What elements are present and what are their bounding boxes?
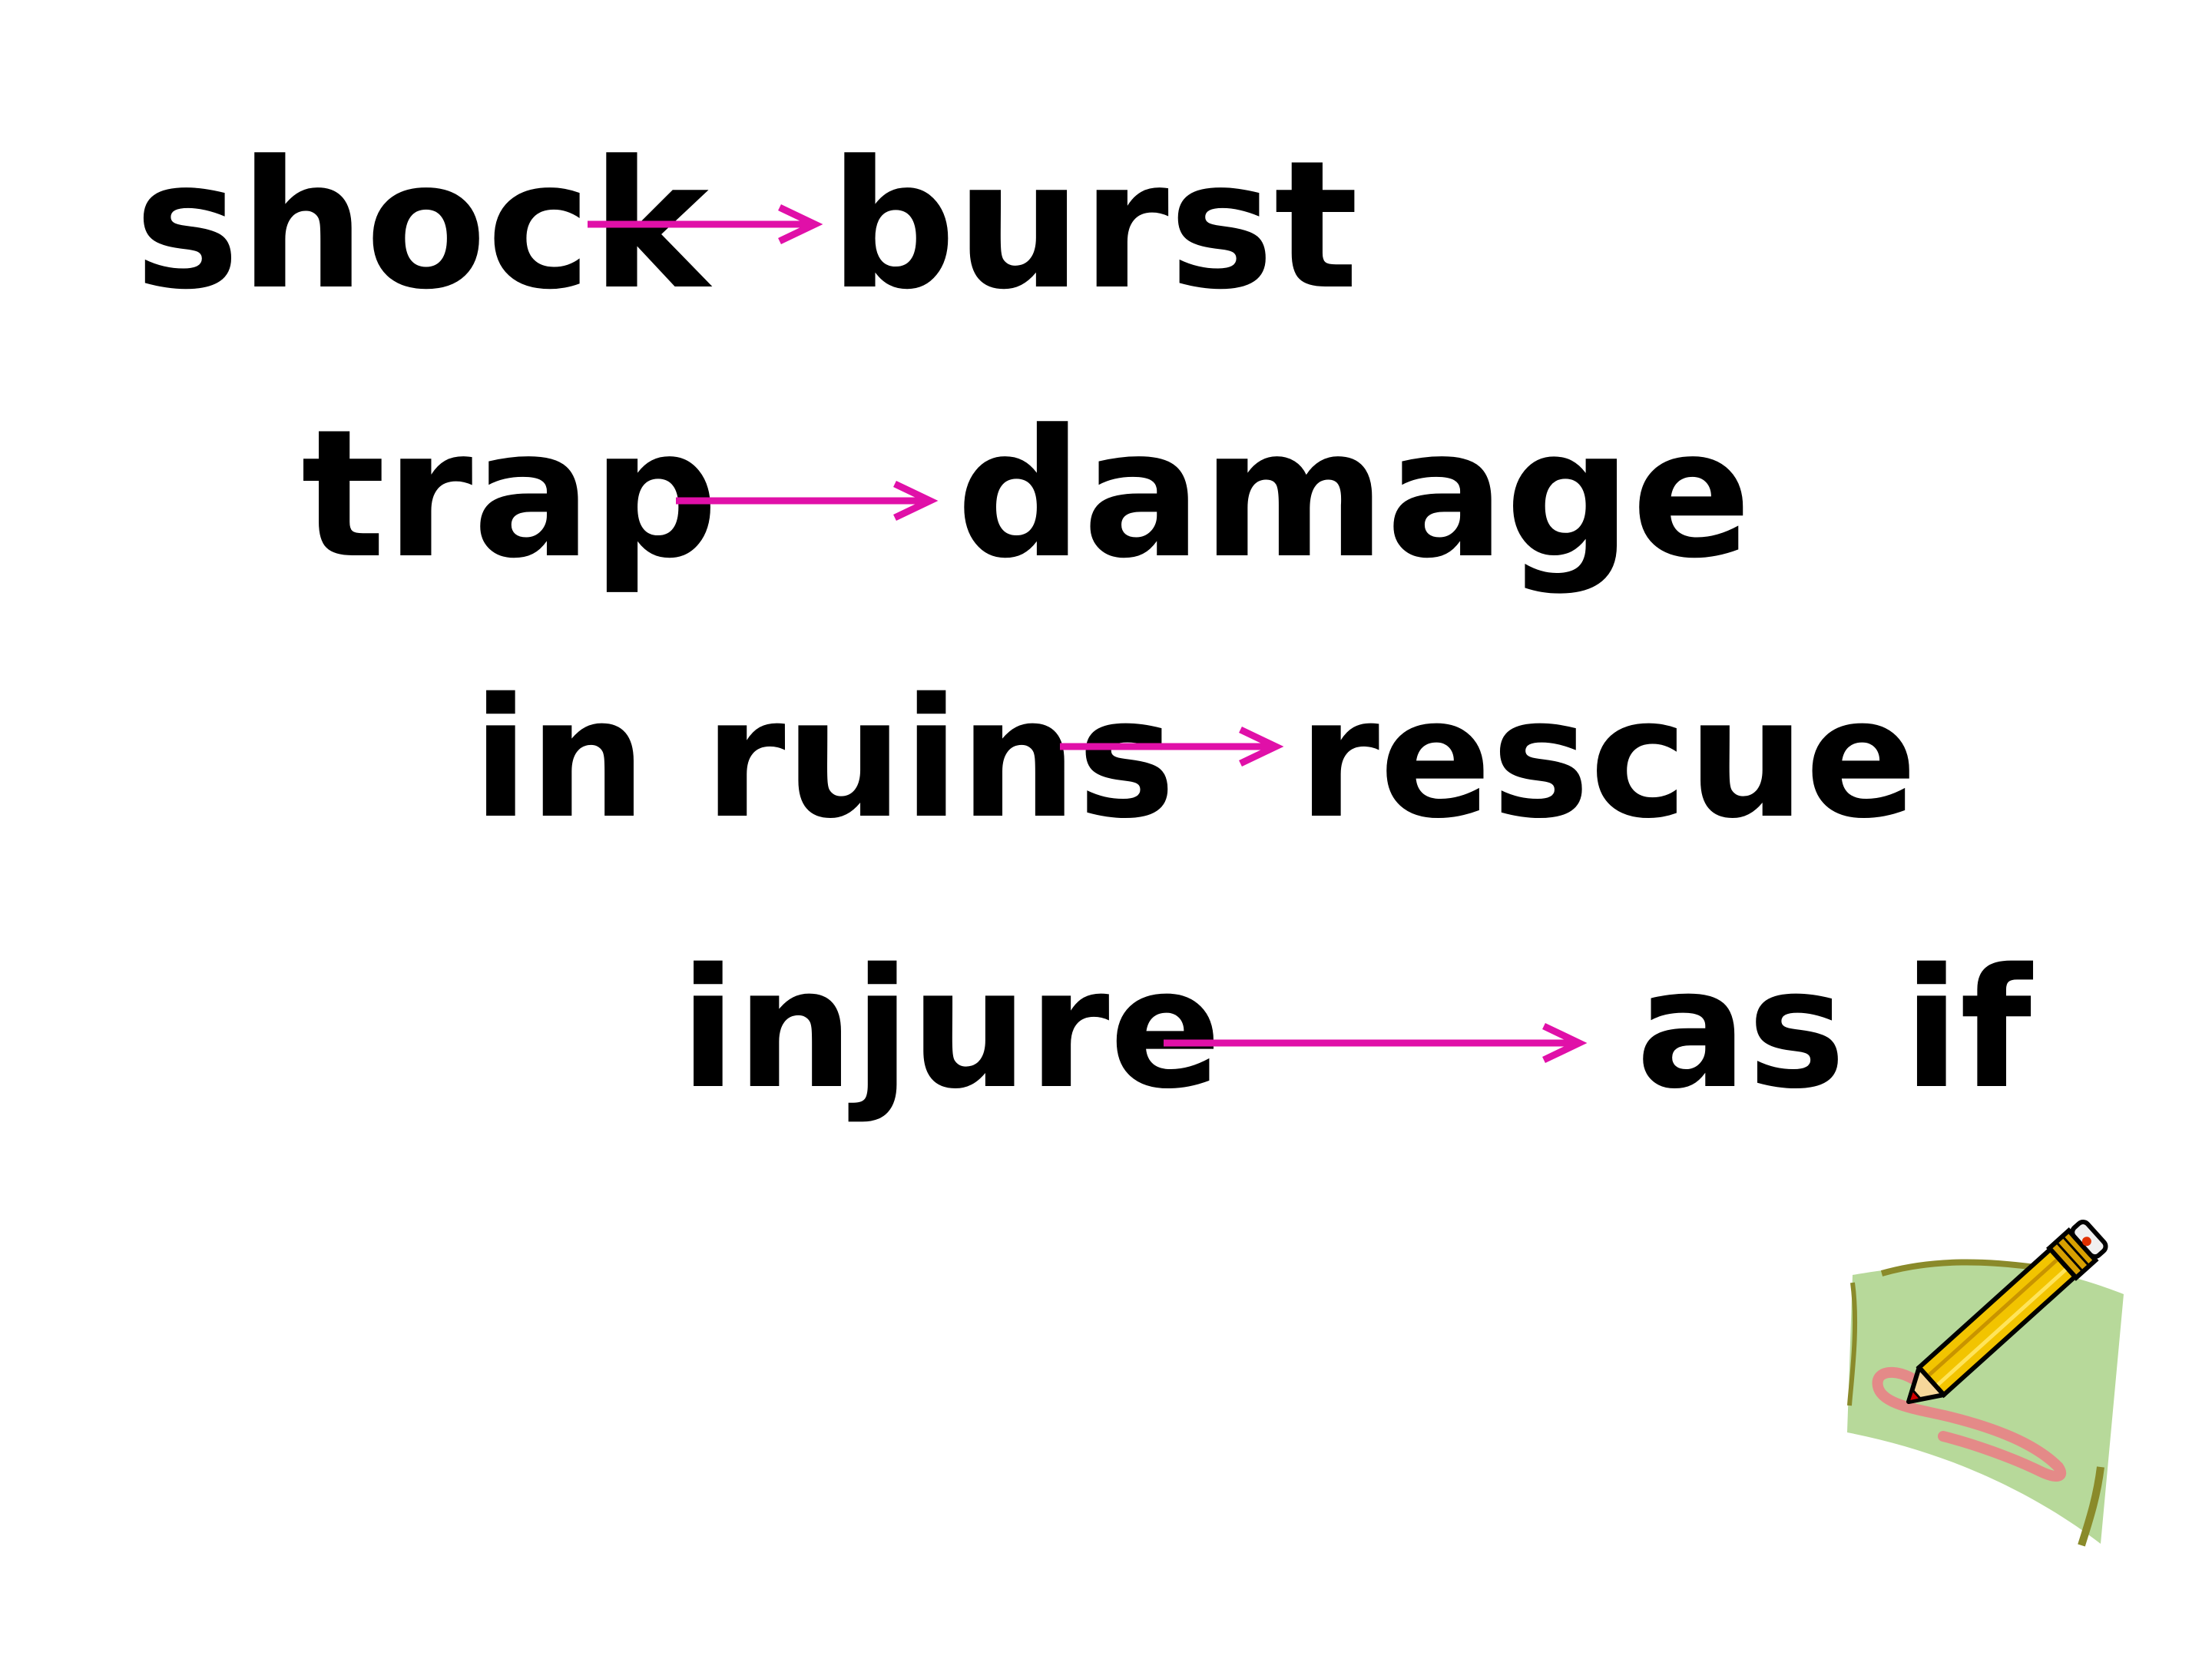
word-trap: trap <box>301 392 719 598</box>
arrow-right-icon <box>588 204 823 245</box>
word-as-if: as if <box>1636 932 2032 1125</box>
arrow-right-icon <box>1164 1022 1588 1064</box>
arrow-right-icon <box>1060 726 1284 767</box>
pencil-writing-icon <box>1847 1219 2124 1547</box>
arrow-right-icon <box>676 480 939 522</box>
word-injure: injure <box>680 932 1222 1125</box>
word-damage: damage <box>956 392 1752 598</box>
word-in-ruins: in ruins <box>472 662 1176 855</box>
word-rescue: rescue <box>1298 662 1918 855</box>
word-burst: burst <box>830 124 1359 329</box>
